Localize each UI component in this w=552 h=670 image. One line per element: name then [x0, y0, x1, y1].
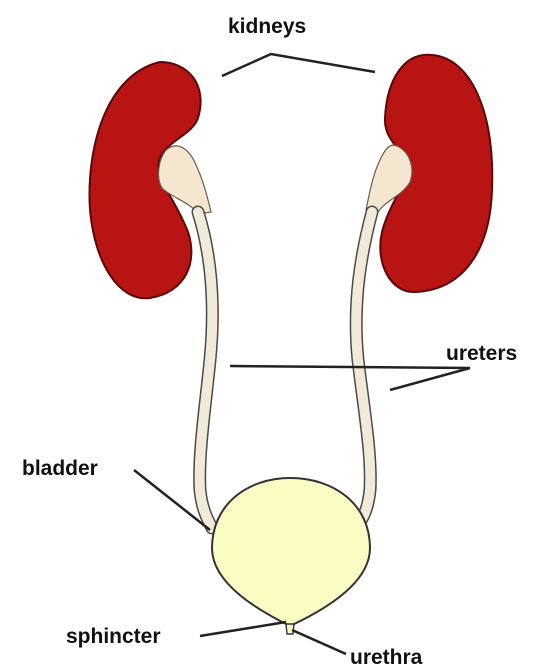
ureters-leader-line-left [230, 366, 470, 368]
sphincter-leader-line [200, 622, 286, 636]
bladder-shape [212, 478, 370, 626]
label-sphincter: sphincter [66, 625, 161, 648]
kidneys-leader-line [222, 54, 375, 76]
label-urethra: urethra [350, 646, 423, 669]
urethra-leader-line [292, 630, 346, 654]
label-kidneys: kidneys [228, 15, 306, 38]
label-ureters: ureters [446, 342, 517, 365]
ureters-leader-line-right [390, 368, 470, 390]
label-bladder: bladder [22, 457, 98, 480]
